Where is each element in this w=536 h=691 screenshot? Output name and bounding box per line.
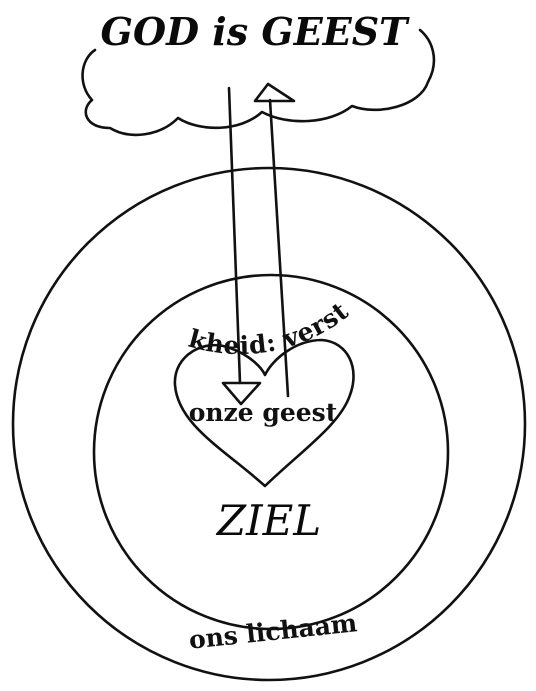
soul-ring-textpath: onze persoonlijkheid: verstand, gevoel, … — [0, 0, 353, 360]
cloud-outline — [81, 28, 436, 137]
body-label: ons lichaam — [187, 608, 358, 654]
down-arrow-shaft — [227, 86, 242, 385]
up-arrow-shaft — [268, 98, 290, 398]
down-arrow-head — [221, 381, 262, 406]
soul-label: ZIEL — [215, 496, 321, 545]
cloud-title: GOD is GEEST — [101, 9, 411, 54]
heart-label: onze geest — [189, 398, 338, 427]
soul-circle — [92, 273, 450, 631]
heart-outline — [173, 338, 355, 488]
up-arrow-head — [253, 82, 296, 103]
body-circle — [11, 166, 527, 682]
soul-ring-text: onze persoonlijkheid: verstand, gevoel, … — [0, 0, 354, 360]
